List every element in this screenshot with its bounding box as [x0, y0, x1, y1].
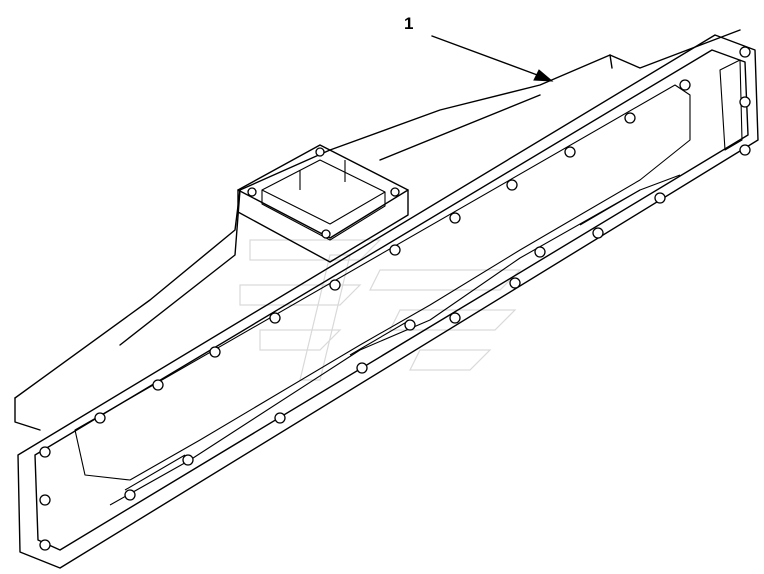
bolt-holes	[39, 46, 751, 551]
callout-number: 1	[404, 14, 414, 33]
outlet-flange	[237, 144, 409, 263]
callout-leader	[431, 35, 554, 82]
watermark-logo	[239, 239, 522, 381]
mounting-flange	[17, 34, 759, 569]
manifold-body	[14, 29, 741, 431]
